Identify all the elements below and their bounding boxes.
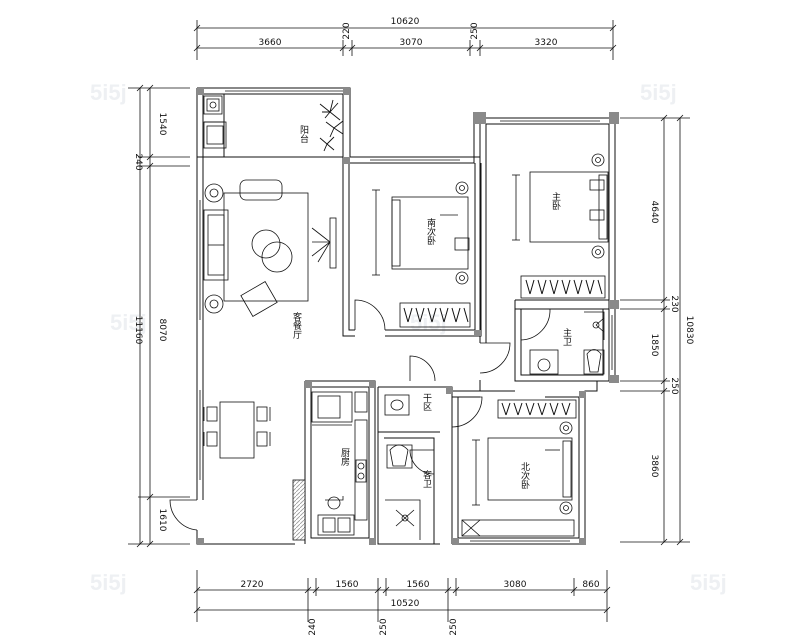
living-room-furniture [203, 179, 337, 317]
bottom-segment-label: 1560 [407, 580, 430, 590]
bottom-segment-label: 2720 [241, 580, 264, 590]
cabinet-hatched [292, 479, 306, 541]
master-wardrobe [525, 279, 603, 295]
right-segment-label: 3860 [649, 455, 659, 478]
room-label-dry-area: 干区 [421, 393, 432, 411]
top-dimensions [193, 20, 617, 60]
north-bedroom-furniture [461, 399, 577, 537]
guest-bath-fixtures [385, 444, 421, 540]
watermark: 5i5j [110, 310, 147, 335]
balcony-fixtures [203, 95, 227, 149]
room-label-living-dining: 客餐厅 [291, 311, 302, 339]
bottom-segment-label: 3080 [504, 580, 527, 590]
right-segment-label: 1850 [649, 334, 659, 357]
watermark: 5i5j [410, 310, 447, 335]
right-dimensions [620, 114, 690, 546]
plant-icon [319, 99, 344, 152]
right-segment-label: 250 [669, 377, 679, 394]
bottom-segment-label: 1560 [336, 580, 359, 590]
room-label-kitchen: 厨房 [339, 448, 350, 467]
left-dimensions [128, 84, 190, 548]
watermark: 5i5j [90, 570, 127, 595]
master-bedroom-furniture [512, 153, 609, 299]
right-total-label: 10830 [684, 316, 694, 345]
master-bath-fixtures [529, 311, 605, 375]
room-label-master-bedroom: 主卧 [550, 191, 561, 211]
bottom-dimensions [193, 570, 611, 622]
left-segment-label: 8070 [157, 319, 167, 342]
dry-area-fixtures [384, 394, 410, 416]
north-wardrobe [501, 402, 571, 416]
watermark: 5i5j [690, 570, 727, 595]
top-total-label: 10620 [391, 17, 420, 27]
room-label-second-bedroom-north: 北次卧 [519, 462, 530, 490]
watermark: 5i5j [640, 80, 677, 105]
top-segment-label: 3070 [400, 38, 423, 48]
bottom-small-label: 250 [449, 618, 459, 635]
bottom-segment-label: 860 [582, 580, 599, 590]
south-wardrobe [403, 307, 469, 323]
room-label-second-bedroom-south: 南次卧 [425, 217, 436, 246]
left-segment-label: 240 [133, 153, 143, 170]
bottom-small-label: 240 [308, 618, 318, 635]
bottom-total-label: 10520 [391, 599, 420, 609]
windows [196, 87, 616, 545]
room-label-balcony: 阳台 [298, 125, 309, 144]
watermarks: 5i5j 5i5j 5i5j 5i5j 5i5j 5i5j [90, 80, 727, 595]
wall-fills [197, 88, 619, 545]
right-segment-label: 230 [669, 295, 679, 312]
bottom-small-label: 250 [379, 618, 389, 635]
doors [169, 299, 551, 531]
top-segment-label: 250 [470, 22, 480, 39]
kitchen-fixtures [311, 391, 368, 536]
room-label-master-bath: 主卫 [561, 327, 572, 346]
top-segment-label: 220 [342, 22, 352, 39]
left-segment-label: 1610 [157, 509, 167, 532]
room-label-guest-bath: 客卫 [421, 469, 432, 488]
watermark: 5i5j [90, 80, 127, 105]
south-bedroom-furniture [372, 181, 471, 328]
left-segment-label: 1540 [157, 113, 167, 136]
right-segment-label: 4640 [649, 201, 659, 224]
left-total-label: 11160 [133, 316, 143, 345]
top-segment-label: 3320 [535, 38, 558, 48]
dining-furniture [203, 401, 271, 459]
top-segment-label: 3660 [259, 38, 282, 48]
